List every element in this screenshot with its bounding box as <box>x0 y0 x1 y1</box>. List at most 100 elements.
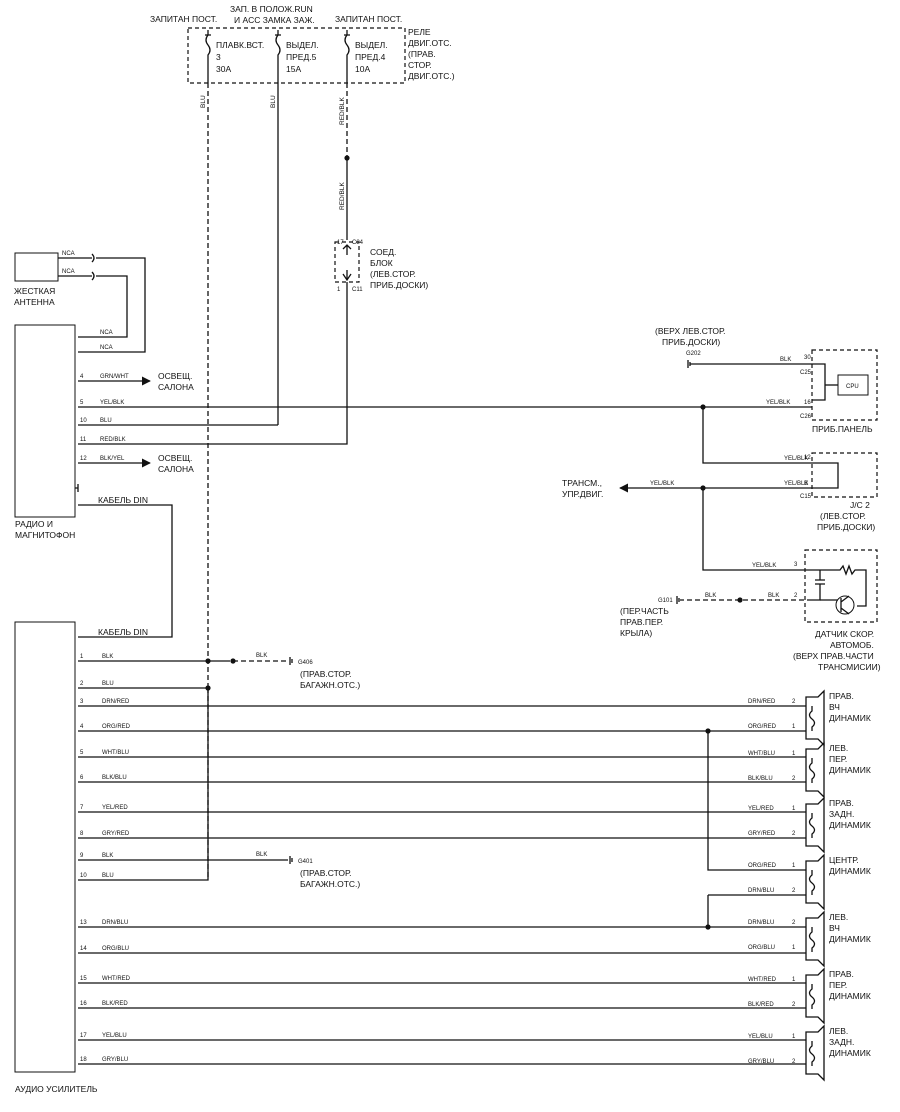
speaker-pin-1: 1 <box>792 977 796 983</box>
junction-bot-num: 1 <box>337 287 341 293</box>
speaker-coil <box>808 984 816 1009</box>
redblk-to-radio-wire <box>78 282 348 445</box>
sensor-label-1: ДАТЧИК СКОР. <box>815 629 874 639</box>
g401-label: G401 <box>298 859 313 865</box>
relay-line-1: РЕЛЕ <box>408 27 431 37</box>
junction-label-1: СОЕД. <box>370 247 396 257</box>
g101-label: G101 <box>658 598 673 604</box>
amp-pin-wire: DRN/RED <box>102 699 130 705</box>
junction-label-3: (ЛЕВ.СТОР. <box>370 269 416 279</box>
amp-pin-num: 9 <box>80 853 84 859</box>
junction-top-num: 17 <box>337 240 344 246</box>
radio-pin-num: 10 <box>80 418 87 424</box>
relay-line-5: ДВИГ.ОТС.) <box>408 71 455 81</box>
radio-pin-num: 4 <box>80 374 84 380</box>
din-cable <box>78 504 173 638</box>
speaker-coil <box>808 870 816 895</box>
junction-bot-conn: C11 <box>352 287 363 293</box>
ip-ground-note-1: (ВЕРХ ЛЕВ.СТОР. <box>655 326 725 336</box>
amp-pin-num: 3 <box>80 699 84 705</box>
ip-outline <box>811 349 878 421</box>
speaker-label-2: ЗАДН. <box>829 1037 854 1047</box>
g406-ground-icon <box>289 657 293 665</box>
speaker-icon <box>805 967 825 1025</box>
yelblk-branches <box>702 407 812 571</box>
amp-pin-num: 18 <box>80 1057 87 1063</box>
amplifier-box <box>14 621 76 1073</box>
speaker-label-3: ДИНАМИК <box>829 1048 871 1058</box>
speaker-pin-1: 1 <box>792 1034 796 1040</box>
speaker-wire-1: DRN/RED <box>748 699 776 705</box>
fuse-symbol <box>275 30 281 83</box>
amp-pin-num: 13 <box>80 920 87 926</box>
fuse-symbol <box>205 30 211 83</box>
amp-pin-wire: BLU <box>102 873 114 879</box>
amp-pin-wire: BLU <box>102 681 114 687</box>
fuse-block-outline <box>187 27 406 84</box>
ip-conn-b: C26 <box>800 414 812 420</box>
amp-pin-wire: YEL/RED <box>102 805 128 811</box>
radio-light-1-line-2: САЛОНА <box>158 382 194 392</box>
speaker-wire-1: DRN/BLU <box>748 920 774 926</box>
amp-pin-wire: YEL/BLU <box>102 1033 127 1039</box>
fuse-1-line-1: ПЛАВК.ВСТ. <box>216 40 264 50</box>
amp-pin-num: 2 <box>80 681 84 687</box>
g101-note-2: ПРАВ.ПЕР. <box>620 617 663 627</box>
jc2-outline <box>811 452 878 498</box>
sensor-label-2: АВТОМОБ. <box>830 640 874 650</box>
junction-outline <box>334 241 360 283</box>
jc2-label-3: ПРИБ.ДОСКИ) <box>817 522 875 532</box>
speaker-label-3: ДИНАМИК <box>829 934 871 944</box>
radio-light-1-line-1: ОСВЕЩ. <box>158 371 192 381</box>
wire-label-redblk-1: RED/BLK <box>339 97 346 125</box>
radio-nca-2: NCA <box>100 345 113 351</box>
g401-note-1: (ПРАВ.СТОР. <box>300 868 351 878</box>
fuse-head-right: ЗАПИТАН ПОСТ. <box>335 14 402 24</box>
speaker-label-1: ЛЕВ. <box>829 1026 848 1036</box>
splice-dot <box>737 597 743 603</box>
amp-pin-wire: GRY/RED <box>102 831 130 837</box>
fuse-2-line-1: ВЫДЕЛ. <box>286 40 319 50</box>
jc2-wire-a: YEL/BLK <box>784 456 808 462</box>
speaker-icon <box>805 741 825 799</box>
speaker-coil <box>808 813 816 838</box>
din-cable-label-1: КАБЕЛЬ DIN <box>98 495 148 505</box>
amp-pin-num: 17 <box>80 1033 87 1039</box>
ip-conn-a: C25 <box>800 370 812 376</box>
sensor-outline <box>804 549 878 623</box>
speaker-coil <box>808 706 816 731</box>
fuse-3-line-3: 10A <box>355 64 370 74</box>
radio-pin-wire: YEL/BLK <box>100 400 124 406</box>
speaker-pin-1: 1 <box>792 751 796 757</box>
speaker-wire-1: ORG/RED <box>748 863 777 869</box>
splice-dot <box>705 728 711 734</box>
speaker-wire-2: GRY/BLU <box>748 1059 774 1065</box>
speaker-wire-2: BLK/BLU <box>748 776 773 782</box>
amp-pin-num: 6 <box>80 775 84 781</box>
amp-pin-wire: WHT/RED <box>102 976 131 982</box>
speaker-pin-2: 1 <box>792 724 796 730</box>
instrument-panel: (ВЕРХ ЛЕВ.СТОР. ПРИБ.ДОСКИ) G202 BLK 30 … <box>655 326 878 434</box>
radio-label-1: РАДИО И <box>15 519 53 529</box>
speaker-wire-1: WHT/RED <box>748 977 777 983</box>
jc2-wire-b: YEL/BLK <box>784 481 808 487</box>
radio-box <box>14 324 76 518</box>
fuse-block: ЗАПИТАН ПОСТ. ЗАП. В ПОЛОЖ.RUN И ACC ЗАМ… <box>150 4 455 84</box>
junction-block: 17 C84 1 C11 СОЕД. БЛОК (ЛЕВ.СТОР. ПРИБ.… <box>78 240 428 445</box>
speaker-pin-2: 2 <box>792 1059 796 1065</box>
jc2-label-1: J/C 2 <box>850 500 870 510</box>
speaker-icon <box>805 796 825 854</box>
antenna-label-2: АНТЕННА <box>14 297 55 307</box>
fuse-symbol <box>344 30 350 83</box>
cpu-label: CPU <box>846 384 859 390</box>
sensor-resistor <box>812 564 867 607</box>
ip-ground-id: G202 <box>686 351 701 357</box>
amp-pin-num: 8 <box>80 831 84 837</box>
speaker-pin-2: 2 <box>792 1002 796 1008</box>
antenna-leads <box>58 257 92 277</box>
amp-pin-num: 15 <box>80 976 87 982</box>
amp-pin-num: 7 <box>80 805 84 811</box>
antenna-box <box>14 252 59 282</box>
speaker-wire-1: YEL/RED <box>748 806 774 812</box>
